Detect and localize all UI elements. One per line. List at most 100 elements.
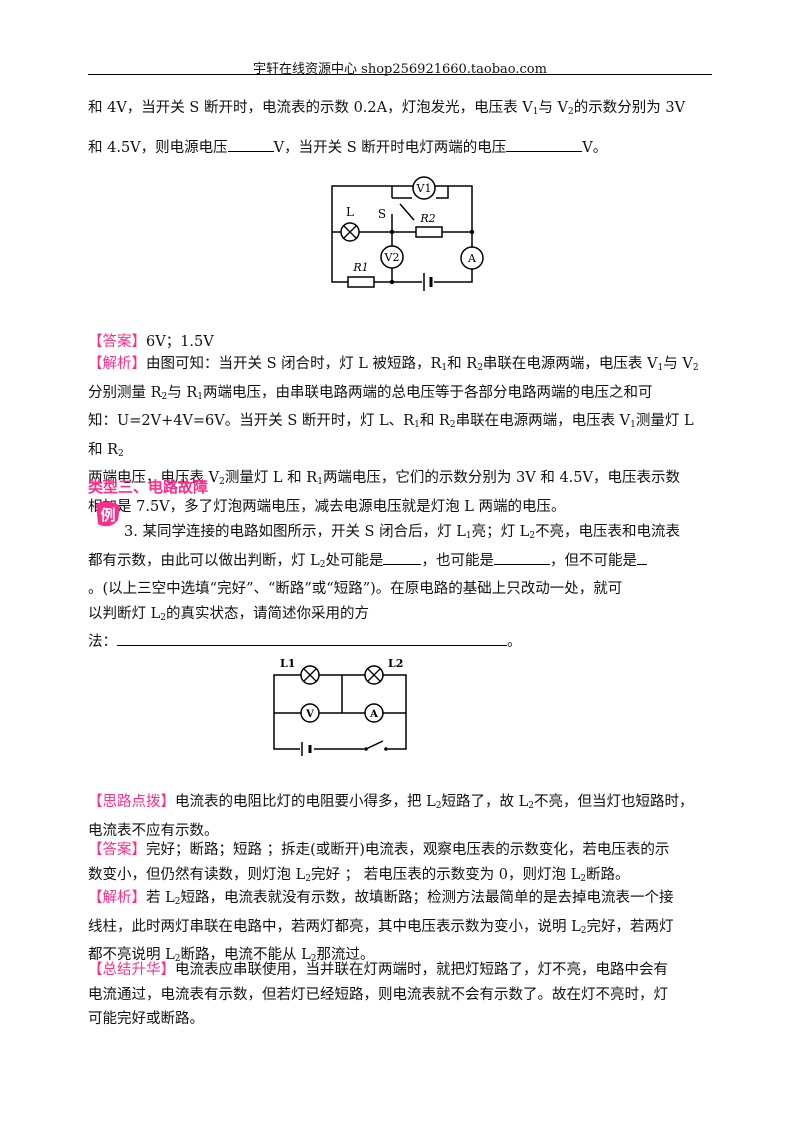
header-divider	[88, 74, 712, 75]
answer-text: 6V；1.5V	[146, 334, 214, 350]
answer-blank	[636, 550, 647, 565]
voltmeter-icon: V	[300, 703, 320, 723]
answer-blank	[117, 631, 507, 646]
text: ，但不可能是	[549, 552, 637, 569]
answer-blank	[493, 550, 550, 565]
analysis-line: 线柱，此时两灯串联在电路中，若两灯都亮，其中电压表示数为变小，说明 L2完好，若…	[88, 915, 712, 944]
q3-line: 以判断灯 L2的真实状态，请简述你采用的方	[88, 602, 712, 631]
answer-tag: 【答案】	[88, 842, 146, 858]
subscript: 2	[305, 873, 311, 884]
subscript: 2	[529, 531, 536, 541]
text: 电流表应串联使用，当并联在灯两端时，就把灯短路了，灯不亮，电路中会有	[175, 962, 668, 978]
subscript: 2	[692, 363, 699, 373]
battery-icon	[422, 272, 434, 292]
q3-line: 都有示数，由此可以做出判断，灯 L2处可能是 ，也可能是 ，但不可能是	[88, 549, 712, 578]
summary-line: 电流通过，电流表有示数，但若灯已经短路，则电流表就不会有示数了。故在灯不亮时，灯	[88, 986, 668, 1003]
resistor-r1-icon	[347, 276, 375, 288]
analysis-line: 相加是 7.5V，多了灯泡两端电压，减去电源电压就是灯泡 L 两端的电压。	[88, 498, 566, 515]
subscript: 1	[197, 391, 204, 402]
text: 和 4V，当开关 S 断开时，电流表的示数 0.2A，灯泡发光，电压表 V	[88, 100, 533, 116]
text: 两端电压，由串联电路两端的总电压等于各部分电路两端的电压之和可	[203, 384, 653, 401]
hint-tag: 【思路点拨】	[88, 794, 175, 810]
label-ammeter: A	[467, 252, 477, 265]
label-lamp: L	[346, 205, 354, 219]
text: 与 R	[167, 384, 198, 401]
q2-analysis: 【解析】由图可知：当开关 S 闭合时，灯 L 被短路，R1和 R2串联在电源两端…	[88, 352, 712, 519]
resistor-r2-icon	[415, 226, 443, 238]
text: 测量灯 L 和 R	[224, 470, 318, 486]
label-switch: S	[378, 207, 386, 221]
q2-line-1: 和 4V，当开关 S 断开时，电流表的示数 0.2A，灯泡发光，电压表 V1与 …	[88, 96, 685, 117]
answer-blank	[383, 550, 422, 565]
text: 线柱，此时两灯串联在电路中，若两灯都亮，其中电压表示数为变小，说明 L	[88, 918, 581, 935]
analysis-line: 两端电压，电压表 V2测量灯 L 和 R1两端电压，它们的示数分别为 3V 和 …	[88, 466, 712, 495]
text: 测量灯 L 和 R	[88, 413, 694, 458]
text: 以判断灯 L	[88, 605, 161, 622]
q3-question: 3. 某同学连接的电路如图所示，开关 S 闭合后，灯 L1亮；灯 L2不亮，电压…	[88, 520, 712, 655]
analysis-line: 【解析】若 L2短路，电流表就没有示数，故填断路；检测方法最简单的是去掉电流表一…	[88, 886, 712, 915]
battery-icon	[300, 741, 314, 757]
analysis-line: 【解析】由图可知：当开关 S 闭合时，灯 L 被短路，R1和 R2串联在电源两端…	[88, 352, 712, 381]
subscript: 1	[441, 363, 448, 373]
subscript: 2	[435, 801, 442, 811]
circuit-diagram-2: L1 L2 V A	[273, 657, 407, 757]
label-v2: V2	[384, 251, 400, 264]
q3-hint: 【思路点拨】电流表的电阻比灯的电阻要小得多，把 L2短路了，故 L2不亮，但当灯…	[88, 790, 712, 843]
answer-blank	[227, 137, 274, 152]
text: 和 R	[447, 356, 478, 372]
text: 。	[507, 634, 522, 650]
switch-icon	[364, 739, 388, 753]
q3-line: 法： 。	[88, 630, 712, 655]
subscript: 2	[118, 448, 124, 459]
answer-tag: 【答案】	[88, 334, 146, 350]
text: 不亮，但当灯也短路时，	[533, 794, 694, 810]
label-a: A	[369, 709, 378, 720]
q3-summary: 【总结升华】电流表应串联使用，当并联在灯两端时，就把灯短路了，灯不亮，电路中会有…	[88, 958, 712, 1032]
text: ，也可能是	[421, 552, 494, 569]
text: 短路，电流表就没有示数，故填断路；检测方法最简单的是去掉电流表一个接	[180, 890, 674, 906]
text: 由图可知：当开关 S 闭合时，灯 L 被短路，R	[146, 356, 442, 372]
voltmeter-v1-icon: V1	[412, 176, 436, 200]
text: 断路。	[586, 866, 630, 883]
badge-label: 例	[100, 506, 115, 524]
text: 都不亮说明 L	[88, 947, 175, 963]
text: 都有示数，由此可以做出判断，灯 L	[88, 552, 320, 569]
text: 和 R	[419, 413, 450, 429]
subscript: 1	[532, 107, 539, 117]
hint-line: 【思路点拨】电流表的电阻比灯的电阻要小得多，把 L2短路了，故 L2不亮，但当灯…	[88, 790, 712, 819]
subscript: 2	[568, 107, 574, 117]
text: 亮；灯 L	[471, 524, 530, 540]
section-title: 类型三、电路故障	[88, 478, 209, 496]
page-header: 宇轩在线资源中心 shop256921660.taobao.com	[253, 62, 547, 77]
text: 断路，电流不能从 L	[180, 947, 311, 963]
example-badge-icon: 例	[96, 501, 120, 527]
lamp-l1-icon	[300, 665, 320, 685]
answer-line: 数变小，但仍然有读数，则灯泡 L2完好 ； 若电压表的示数变为 0，则灯泡 L2…	[88, 863, 712, 892]
analysis-tag: 【解析】	[88, 356, 146, 372]
text: 法：	[88, 634, 117, 650]
subscript: 2	[174, 897, 181, 907]
analysis-tag: 【解析】	[88, 890, 146, 906]
text: 分别测量 R	[88, 384, 162, 401]
subscript: 2	[477, 363, 483, 373]
q3-answer: 【答案】完好；断路；短路 ；拆走(或断开)电流表，观察电压表的示数变化，若电压表…	[88, 838, 712, 891]
q3-line: 。(以上三空中选填“完好”、“断路”或“短路”)。在原电路的基础上只改动一处，就…	[88, 581, 623, 597]
summary-line: 可能完好或断路。	[88, 1011, 204, 1027]
text: 数变小，但仍然有读数，则灯泡 L	[88, 866, 306, 883]
text: 完好，若两灯	[586, 918, 674, 935]
text: 3. 某同学连接的电路如图所示，开关 S 闭合后，灯 L	[124, 524, 466, 540]
analysis-line: 都不亮说明 L2断路，电流不能从 L2那流过。	[88, 943, 712, 972]
text: 处可能是	[325, 552, 384, 569]
subscript: 2	[160, 612, 166, 623]
text: 短路了，故 L	[441, 794, 529, 810]
subscript: 2	[219, 477, 225, 487]
text: 不亮，电压表和电流表	[535, 524, 681, 540]
q3-line: 3. 某同学连接的电路如图所示，开关 S 闭合后，灯 L1亮；灯 L2不亮，电压…	[88, 520, 712, 549]
subscript: 2	[319, 559, 326, 570]
text: 两端电压，它们的示数分别为 3V 和 4.5V，电压表示数	[322, 470, 680, 486]
text: 的真实状态，请简述你采用的方	[165, 605, 369, 622]
subscript: 1	[630, 420, 636, 430]
answer-line: 【答案】完好；断路；短路 ；拆走(或断开)电流表，观察电压表的示数变化，若电压表…	[88, 838, 712, 863]
hint-line: 电流表不应有示数。	[88, 822, 219, 839]
